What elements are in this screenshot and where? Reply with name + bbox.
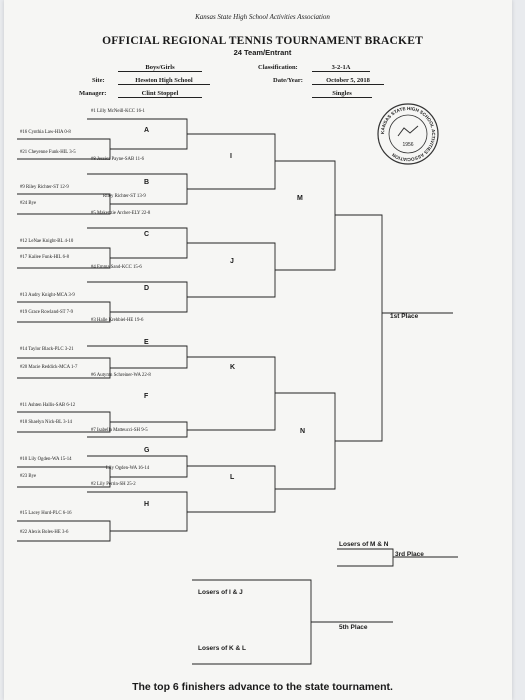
player-line: #24 Bye xyxy=(20,201,37,206)
losers-kl-label: Losers of K & L xyxy=(198,645,247,652)
association-name: Kansas State High School Activities Asso… xyxy=(195,13,330,21)
manager-label: Manager: xyxy=(79,90,107,97)
match-label-j: J xyxy=(230,258,234,265)
player-line: #19 Grace Rowland-ST 7-9 xyxy=(20,310,74,315)
player-line: #8 Jessica Payne-SAB 11-6 xyxy=(91,157,144,162)
match-label-c: C xyxy=(144,231,150,238)
player-line: Riley Richter-ST 13-9 xyxy=(103,194,146,199)
fifth-place-label: 5th Place xyxy=(339,624,368,631)
player-line: #1 Lilly McNeill-KCC 16-1 xyxy=(91,109,145,114)
player-line: #23 Bye xyxy=(20,474,37,479)
gender-value: Boys/Girls xyxy=(118,64,202,72)
player-line: #6 Autymn Schreiner-WA 22-8 xyxy=(91,373,151,378)
site-label: Site: xyxy=(92,77,105,84)
classification-label: Classification: xyxy=(258,64,298,71)
match-label-l: L xyxy=(230,474,235,481)
player-line: #21 Cheyenne Funk-HIL 3-5 xyxy=(20,150,76,155)
footer-note: The top 6 finishers advance to the state… xyxy=(132,681,393,693)
match-label-g: G xyxy=(144,447,150,454)
match-label-n: N xyxy=(300,428,306,435)
match-label-b: B xyxy=(144,179,150,186)
player-line: #13 Audry Knight-MCA 3-9 xyxy=(20,293,75,298)
player-line: #22 Alexis Boles-HE 3-6 xyxy=(20,530,69,535)
player-line: #20 Macie Reddick-MCA 1-7 xyxy=(20,365,78,370)
match-label-e: E xyxy=(144,339,149,346)
page-title: OFFICIAL REGIONAL TENNIS TOURNAMENT BRAC… xyxy=(102,35,423,47)
manager-value: Clint Stoppel xyxy=(118,90,202,98)
player-line: #16 Cynthia Law-HIA 0-8 xyxy=(20,130,71,135)
svg-text:KANSAS STATE HIGH SCHOOL ACTIV: KANSAS STATE HIGH SCHOOL ACTIVITIES ASSO… xyxy=(380,106,436,162)
match-label-d: D xyxy=(144,285,150,292)
match-label-m: M xyxy=(297,195,303,202)
player-line: #14 Taylor Black-PLC 3-21 xyxy=(20,347,74,352)
match-label-h: H xyxy=(144,501,150,508)
player-line: #11 Ashten Hallis-SAB 6-12 xyxy=(20,403,76,408)
match-label-k: K xyxy=(230,364,236,371)
player-line: #2 Lily Perrin-SH 25-2 xyxy=(91,482,136,487)
site-value: Hesston High School xyxy=(118,77,210,85)
player-line: #3 Halle Krehbiel-HE 19-6 xyxy=(91,318,144,323)
player-line: #9 Riley Richter-ST 12-9 xyxy=(20,185,69,190)
match-label-f: F xyxy=(144,393,149,400)
player-line: Lily Ogden-WA 16-14 xyxy=(106,466,150,471)
date-label: Date/Year: xyxy=(273,77,303,84)
date-value: October 5, 2018 xyxy=(312,77,384,85)
svg-text:1956: 1956 xyxy=(402,142,413,148)
player-line: #17 Kailee Funk-HIL 6-8 xyxy=(20,255,69,260)
match-label-i: I xyxy=(230,153,232,160)
classification-value: 3-2-1A xyxy=(312,64,370,72)
player-line: #12 LeNae Knight-BL 4-10 xyxy=(20,239,74,244)
third-place-label: 3rd Place xyxy=(395,551,424,558)
event-value: Singles xyxy=(312,90,372,98)
player-line: #5 Makenzie Archer-ELY 22-8 xyxy=(91,211,151,216)
losers-mn-label: Losers of M & N xyxy=(339,541,389,548)
page-subtitle: 24 Team/Entrant xyxy=(233,48,292,57)
player-line: #10 Lily Ogden-WA 15-14 xyxy=(20,457,72,462)
player-line: #7 Isabella Matteucci-SH 9-5 xyxy=(91,428,148,433)
first-place-label: 1st Place xyxy=(390,313,419,320)
khsaa-seal-icon: KANSAS STATE HIGH SCHOOL ACTIVITIES ASSO… xyxy=(377,103,439,165)
player-line: #15 Lacey Hurd-PLC 6-16 xyxy=(20,511,72,516)
losers-ij-label: Losers of I & J xyxy=(198,589,243,596)
bracket-paper xyxy=(4,0,512,700)
match-label-a: A xyxy=(144,127,150,134)
player-line: #4 Emma Sand-KCC 15-6 xyxy=(91,265,142,270)
player-line: #18 Shaelyn Nick-BL 3-14 xyxy=(20,420,72,425)
